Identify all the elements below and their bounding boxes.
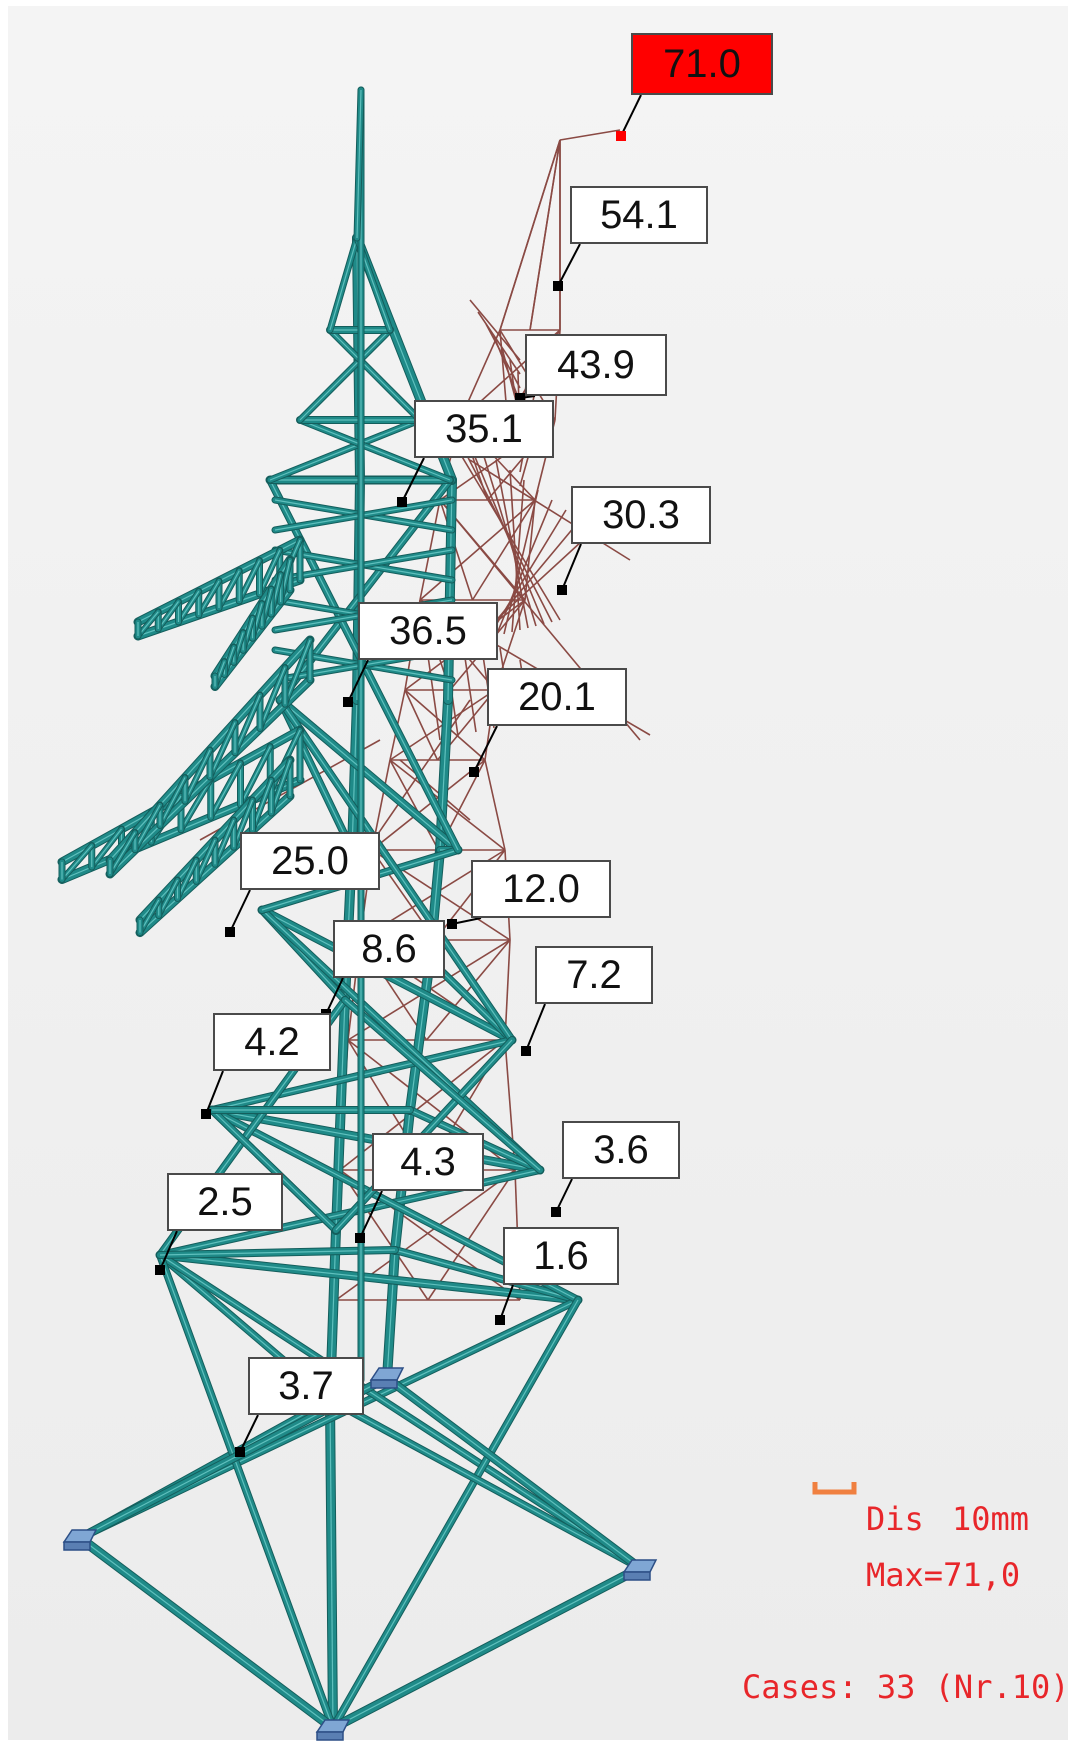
- displacement-label: 35.1: [414, 400, 554, 458]
- displacement-label: 8.6: [333, 920, 445, 978]
- legend-cases: Cases: 33 (Nr.10): [742, 1668, 1070, 1706]
- legend-max: Max=71,0: [866, 1556, 1021, 1594]
- displacement-label: 71.0: [631, 33, 773, 95]
- displacement-label: 54.1: [570, 186, 708, 244]
- displacement-label: 25.0: [240, 832, 380, 890]
- displacement-label: 43.9: [525, 334, 667, 396]
- legend-scale: 10mm: [952, 1500, 1030, 1538]
- displacement-label: 2.5: [167, 1173, 283, 1231]
- displacement-label: 7.2: [535, 946, 653, 1004]
- displacement-label: 1.6: [503, 1227, 619, 1285]
- displacement-label: 3.6: [562, 1121, 680, 1179]
- legend-dis-label: Dis: [866, 1500, 924, 1538]
- displacement-label: 3.7: [248, 1357, 364, 1415]
- displacement-label: 20.1: [487, 668, 627, 726]
- displacement-label: 30.3: [571, 486, 711, 544]
- displacement-label: 36.5: [358, 602, 498, 660]
- supports: [62, 1367, 658, 1741]
- displacement-label: 4.2: [213, 1013, 331, 1071]
- displacement-label: 4.3: [372, 1133, 484, 1191]
- displacement-label: 12.0: [471, 860, 611, 918]
